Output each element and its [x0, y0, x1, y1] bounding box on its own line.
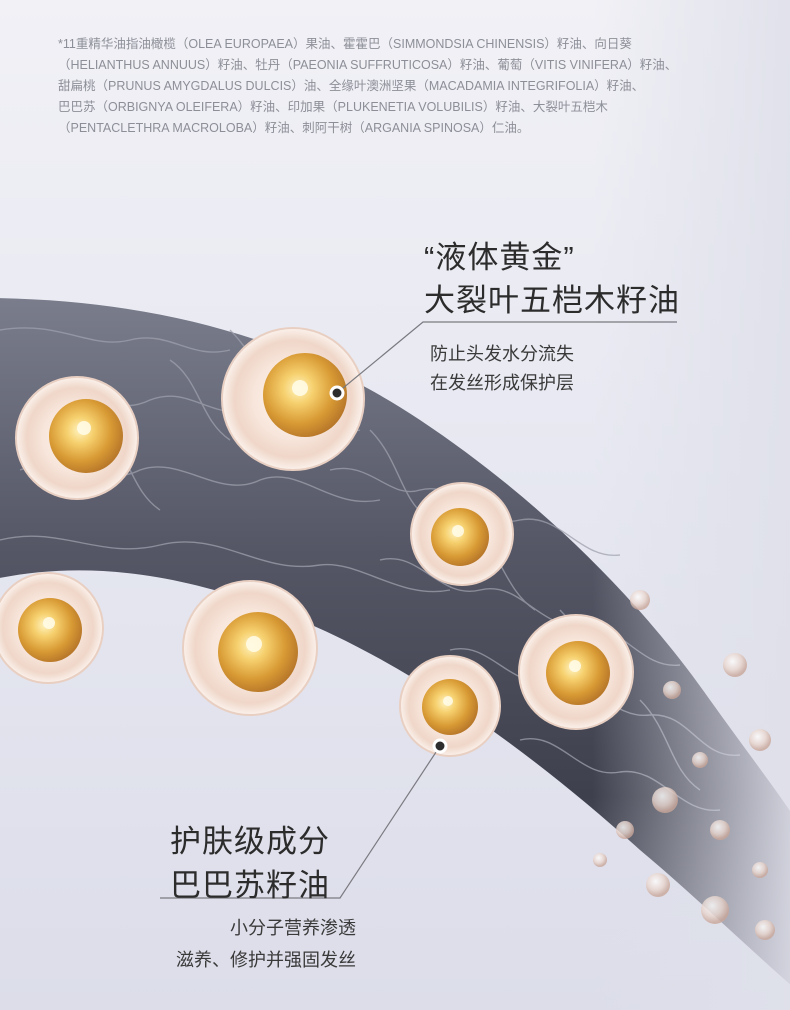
callout-bottom-title-line2: 巴巴苏籽油	[170, 868, 330, 903]
leader-dot-top	[329, 385, 345, 401]
callout-top-title-line1: “液体黄金”	[424, 240, 575, 275]
oil-bubble	[410, 482, 514, 586]
callout-top-desc-line: 防止头发水分流失	[430, 344, 574, 364]
callout-bottom-description: 小分子营养渗透 滋养、修护并强固发丝	[146, 912, 356, 976]
leader-dot-bottom	[432, 738, 448, 754]
oil-bubble	[221, 327, 365, 471]
callout-top-description: 防止头发水分流失 在发丝形成保护层	[430, 340, 574, 398]
callout-bottom-desc-line: 滋养、修护并强固发丝	[176, 950, 356, 970]
leader-line-bottom	[160, 745, 441, 899]
oil-bubble	[0, 572, 104, 684]
oil-bubble	[15, 376, 139, 500]
footnote-line: *11重精华油指油橄榄（OLEA EUROPAEA）果油、霍霍巴（SIMMOND…	[58, 37, 632, 51]
callout-top-desc-line: 在发丝形成保护层	[430, 373, 574, 393]
oil-bubble	[518, 614, 634, 730]
footnote-line: 甜扁桃（PRUNUS AMYGDALUS DULCIS）油、全缘叶澳洲坚果（MA…	[58, 79, 645, 93]
oil-bubble	[399, 655, 501, 757]
callout-bottom-title-line1: 护肤级成分	[170, 824, 330, 859]
leader-line-top	[336, 321, 677, 394]
footnote-line: 巴巴苏（ORBIGNYA OLEIFERA）籽油、印加果（PLUKENETIA …	[58, 100, 608, 114]
footnote-line: （PENTACLETHRA MACROLOBA）籽油、刺阿干树（ARGANIA …	[58, 121, 530, 135]
callout-top-title-line2: 大裂叶五桤木籽油	[424, 283, 680, 318]
oil-bubble	[182, 580, 318, 716]
ingredient-footnote: *11重精华油指油橄榄（OLEA EUROPAEA）果油、霍霍巴（SIMMOND…	[58, 34, 698, 139]
callout-bottom-desc-line: 小分子营养渗透	[230, 918, 356, 938]
footnote-line: （HELIANTHUS ANNUUS）籽油、牡丹（PAEONIA SUFFRUT…	[58, 58, 678, 72]
